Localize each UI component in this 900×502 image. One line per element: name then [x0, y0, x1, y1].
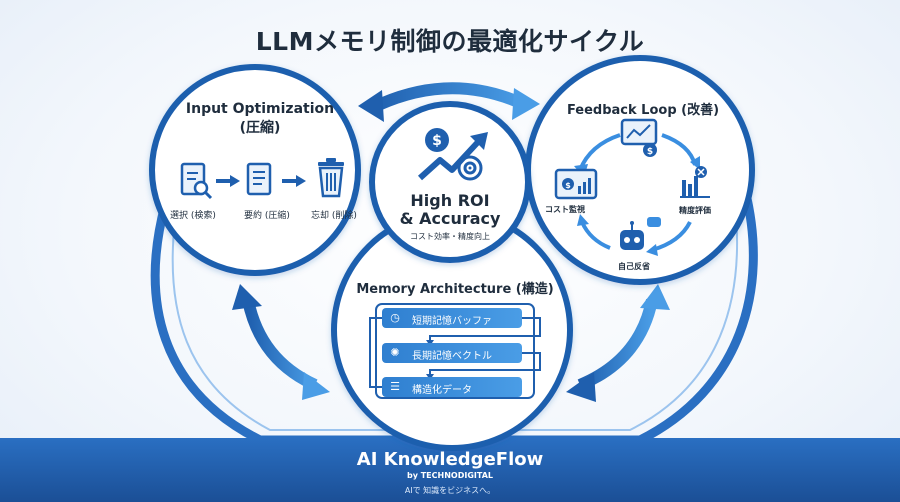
arrow-right [566, 284, 670, 402]
input-optimization-title: Input Optimization (圧縮) [160, 100, 360, 138]
arrow-step-1 [216, 175, 240, 187]
arrow-left [232, 284, 330, 400]
center-circle [369, 101, 531, 263]
memory-row-short-term: ◷ 短期記憶バッファ [382, 308, 522, 328]
memory-flow-connectors [369, 317, 541, 388]
memory-row-label: 長期記憶ベクトル [412, 351, 492, 362]
svg-text:$: $ [565, 181, 571, 190]
step-forget-label: 忘却 (削除) [311, 211, 357, 221]
svg-text:$: $ [432, 133, 442, 149]
cost-chart-icon: $ [554, 168, 598, 200]
clock-icon: ◷ [390, 311, 400, 324]
center-title-line1: High ROI [410, 191, 490, 210]
arrow-top [358, 82, 540, 122]
arrow-step-2 [282, 175, 306, 187]
memory-row-label: 構造化データ [412, 385, 472, 396]
document-summary-icon [246, 162, 272, 196]
feedback-cost-monitoring-label: コスト監視 [545, 205, 585, 214]
brand-by: by TECHNODIGITAL [407, 471, 493, 480]
brain-icon: ✺ [390, 346, 400, 359]
document-search-icon [180, 162, 213, 200]
feedback-self-reflection-label: 自己反省 [618, 262, 650, 271]
brand-tagline: AIで 知識をビジネスへ。 [404, 486, 496, 495]
svg-text:$: $ [647, 147, 653, 157]
memory-architecture-title: Memory Architecture (構造) [356, 282, 554, 297]
input-optimization-title-line1: Input Optimization [185, 101, 335, 117]
feedback-cycle-arrows [574, 133, 700, 256]
robot-icon [620, 217, 661, 250]
step-summarize-label: 要約 (圧縮) [244, 211, 290, 221]
page-title: LLMメモリ制御の最適化サイクル [255, 27, 645, 56]
center-subtitle: コスト効率・精度向上 [410, 232, 490, 241]
dashboard-icon: $ [620, 118, 658, 157]
database-icon: ☰ [390, 380, 400, 393]
memory-stack-frame [375, 303, 535, 399]
brand-name: AI KnowledgeFlow [356, 449, 544, 470]
trash-icon [318, 158, 344, 198]
input-optimization-title-line2: (圧縮) [239, 120, 281, 136]
memory-row-long-term: ✺ 長期記憶ベクトル [382, 343, 522, 363]
center-title-line2: & Accuracy [399, 209, 501, 228]
memory-row-label: 短期記憶バッファ [412, 316, 492, 327]
feedback-loop-title: Feedback Loop (改善) [566, 103, 720, 118]
step-select-label: 選択 (検索) [170, 211, 216, 221]
accuracy-chart-icon [680, 166, 710, 198]
feedback-accuracy-eval-label: 精度評価 [679, 206, 711, 215]
memory-row-structured: ☰ 構造化データ [382, 377, 522, 397]
roi-growth-icon: $ [417, 128, 488, 181]
